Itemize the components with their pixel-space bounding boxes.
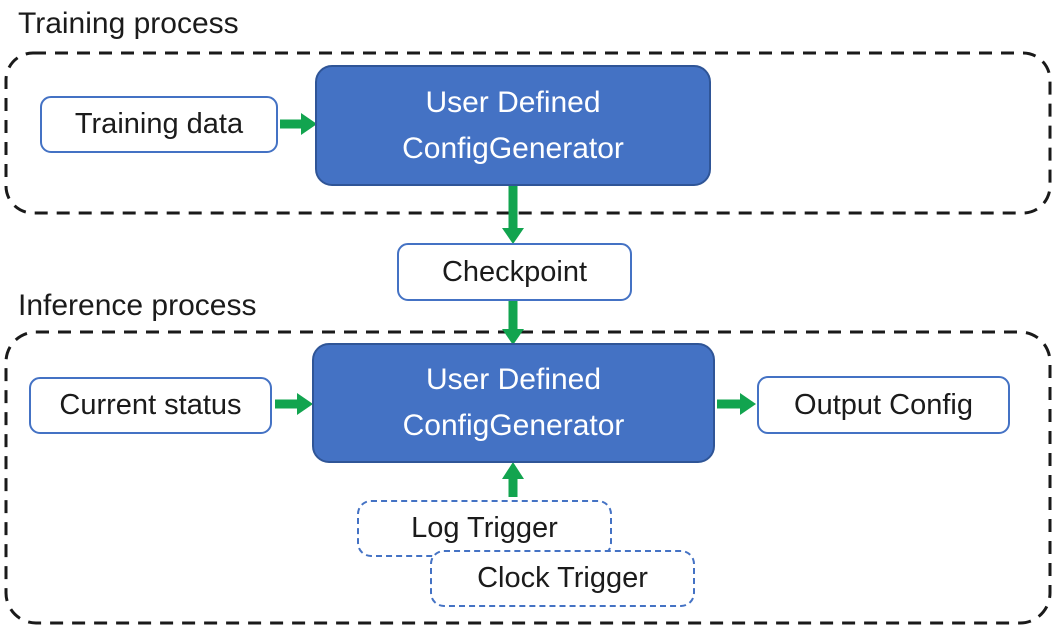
- current-status-node: Current status: [29, 377, 272, 434]
- arrow-current-status-to-generator: [275, 393, 313, 415]
- arrow-checkpoint-to-generator: [502, 301, 524, 345]
- arrow-training-data-to-generator: [280, 113, 317, 135]
- arrow-triggers-to-generator: [502, 462, 524, 497]
- arrow-generator-to-output-config: [717, 393, 756, 415]
- log-trigger-node: Log Trigger: [357, 500, 612, 557]
- inference-generator-line2: ConfigGenerator: [402, 409, 625, 442]
- training-process-container: [4, 51, 1052, 215]
- output-config-node: Output Config: [757, 376, 1010, 434]
- arrow-generator-to-checkpoint: [502, 186, 524, 244]
- checkpoint-node: Checkpoint: [397, 243, 632, 301]
- inference-generator-line1: User Defined: [425, 363, 602, 396]
- training-data-node: Training data: [40, 96, 278, 153]
- training-generator-line1: User Defined: [425, 85, 601, 119]
- inference-generator-node: User Defined ConfigGenerator: [312, 343, 715, 463]
- clock-trigger-node: Clock Trigger: [430, 550, 695, 607]
- inference-process-label: Inference process: [18, 289, 257, 322]
- inference-process-container: [4, 330, 1052, 625]
- training-generator-node: User Defined ConfigGenerator: [315, 65, 711, 186]
- training-generator-line2: ConfigGenerator: [402, 131, 624, 165]
- training-process-label: Training process: [18, 7, 239, 40]
